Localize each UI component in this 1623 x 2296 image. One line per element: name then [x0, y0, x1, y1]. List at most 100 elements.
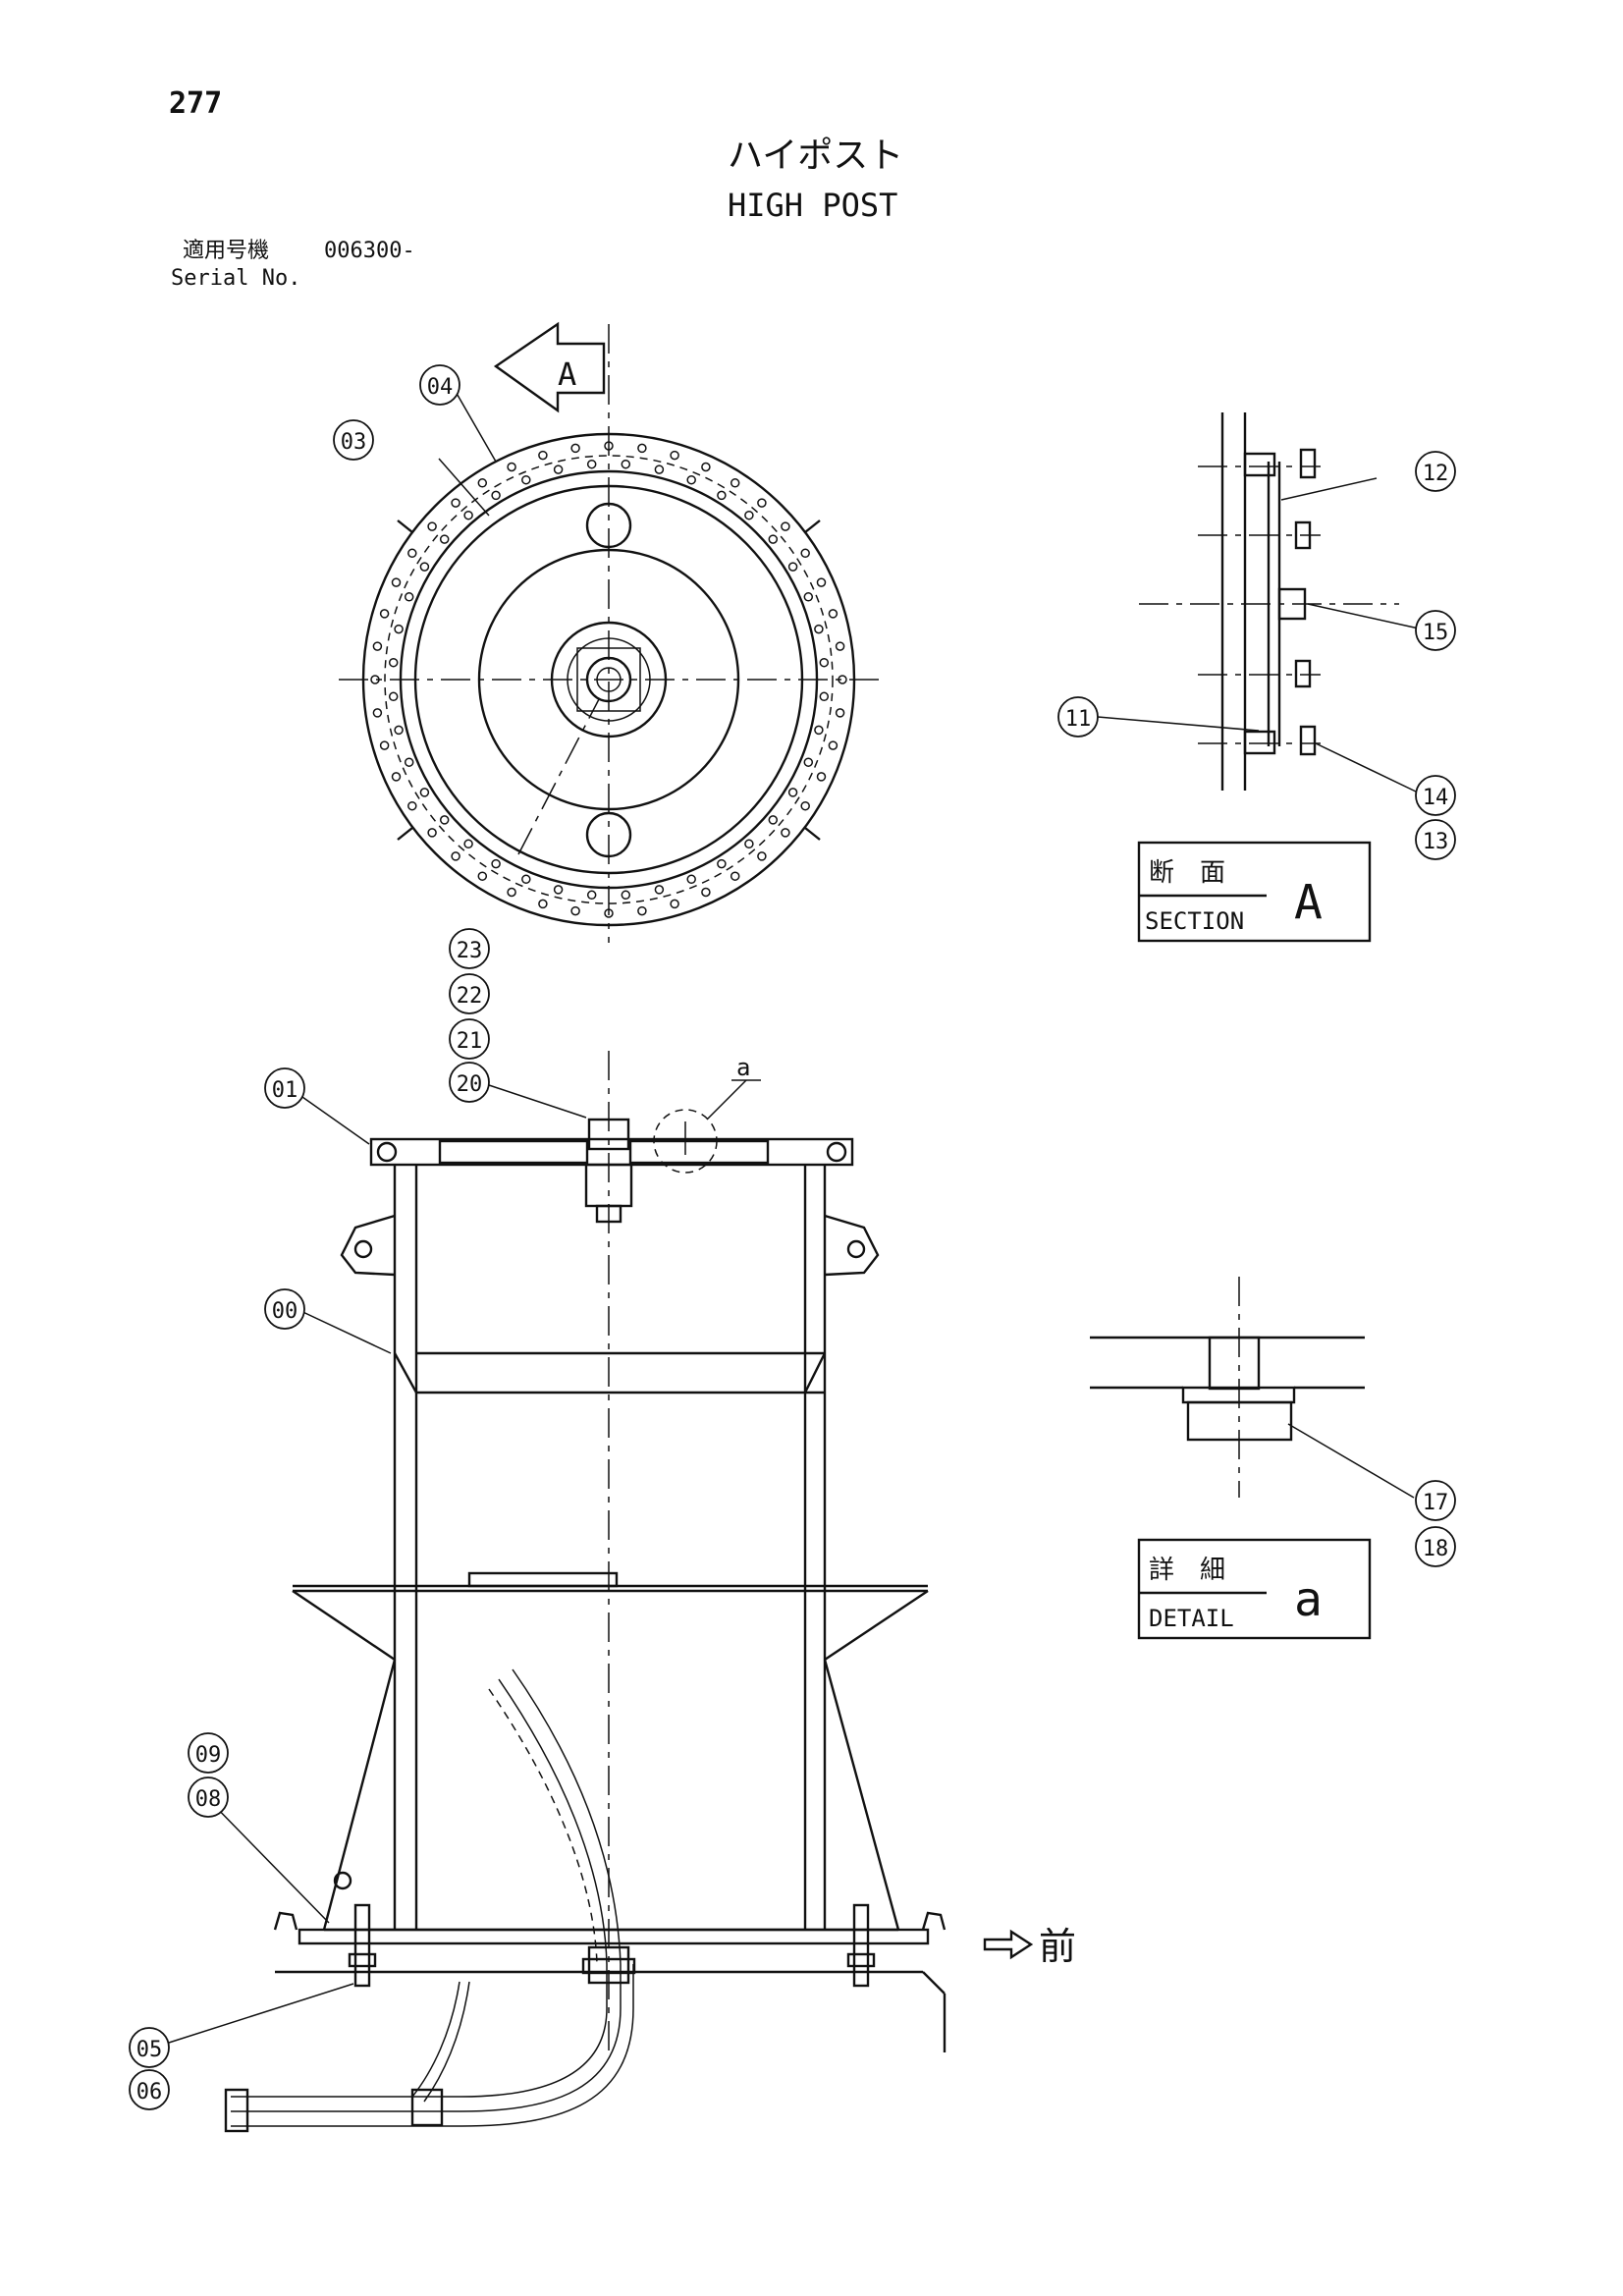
- bolt-hole: [819, 657, 830, 668]
- detail-box-jp: 詳 細: [1149, 1556, 1225, 1585]
- callout-17: 17: [1415, 1480, 1456, 1521]
- bolt-hole: [816, 577, 827, 587]
- bolt-hole: [391, 772, 402, 782]
- bolt-hole: [379, 740, 390, 750]
- bolt-hole: [670, 899, 679, 909]
- bolt-hole: [463, 510, 473, 520]
- bolt-hole: [816, 772, 827, 782]
- bolt-hole: [768, 815, 779, 825]
- bolt-hole: [717, 490, 727, 501]
- svg-text:09: 09: [195, 1743, 222, 1768]
- detail-marker-label: a: [736, 1054, 750, 1081]
- svg-text:00: 00: [272, 1299, 298, 1324]
- callout-14: 14: [1415, 775, 1456, 816]
- callout-09: 09: [188, 1732, 229, 1774]
- bolt-hole: [451, 498, 460, 508]
- bolt-hole: [814, 624, 824, 634]
- lug-ne: [804, 519, 821, 533]
- bolt-hole: [404, 592, 414, 602]
- swivel-square-block: [576, 647, 641, 712]
- svg-text:14: 14: [1423, 786, 1449, 810]
- bolt-hole: [586, 459, 597, 469]
- bolt-hole: [394, 725, 404, 736]
- bolt-hole: [835, 708, 845, 718]
- callout-12: 12: [1415, 451, 1456, 492]
- bolt-hole: [394, 624, 404, 634]
- bolt-hole: [507, 462, 516, 472]
- callout-15: 15: [1415, 610, 1456, 651]
- lug-nw: [397, 519, 413, 533]
- bolt-hole: [604, 908, 614, 918]
- bolt-hole: [491, 858, 501, 869]
- callout-03: 03: [333, 419, 374, 461]
- bolt-hole: [439, 815, 450, 825]
- bolt-hole: [491, 490, 501, 501]
- svg-text:11: 11: [1065, 707, 1092, 732]
- swivel-core: [585, 656, 632, 703]
- section-a-view: [1139, 412, 1399, 791]
- bolt-hole: [419, 562, 430, 572]
- callout-22: 22: [449, 973, 490, 1014]
- section-box-jp: 断 面: [1149, 858, 1225, 888]
- svg-text:05: 05: [136, 2038, 163, 2062]
- bolt-hole: [803, 757, 814, 767]
- bolt-hole: [586, 890, 597, 901]
- serial-label-jp: 適用号機: [183, 239, 269, 263]
- bolt-hole: [419, 788, 430, 797]
- access-hole-top: [585, 502, 632, 549]
- section-a-label-box: 断 面 SECTION A: [1137, 841, 1372, 943]
- page-number: 277: [169, 86, 222, 121]
- ring-inner-edge: [413, 484, 804, 875]
- bolt-hole: [372, 641, 383, 651]
- bolt-hole: [838, 675, 847, 684]
- bolt-hole: [670, 450, 679, 461]
- bolt-hole: [404, 757, 414, 767]
- bolt-hole: [654, 885, 665, 895]
- bolt-hole: [768, 534, 779, 544]
- bolt-hole: [730, 478, 740, 488]
- bolt-hole: [507, 887, 516, 898]
- bolt-hole: [553, 885, 564, 895]
- title-en: HIGH POST: [728, 187, 897, 224]
- bolt-hole: [372, 708, 383, 718]
- bolt-hole: [570, 443, 580, 454]
- bolt-hole: [787, 562, 798, 572]
- detail-box-en: DETAIL: [1149, 1605, 1234, 1632]
- svg-text:22: 22: [457, 984, 483, 1009]
- callout-01: 01: [264, 1067, 305, 1109]
- bolt-hole: [803, 592, 814, 602]
- svg-text:06: 06: [136, 2080, 163, 2105]
- bolt-hole: [463, 839, 473, 849]
- svg-text:20: 20: [457, 1072, 483, 1097]
- bolt-hole: [654, 465, 665, 474]
- bolt-hole: [637, 905, 647, 916]
- leader-lines: [168, 389, 1420, 2044]
- bolt-hole: [521, 474, 531, 485]
- bolt-hole: [379, 609, 390, 619]
- bolt-hole: [621, 890, 631, 901]
- callout-08: 08: [188, 1777, 229, 1818]
- bolt-hole: [427, 828, 437, 838]
- bolt-hole: [439, 534, 450, 544]
- bolt-hole: [637, 443, 647, 454]
- callout-05: 05: [129, 2027, 170, 2068]
- bolt-hole: [538, 899, 548, 909]
- swivel-port: [596, 667, 622, 692]
- bolt-hole: [686, 874, 696, 885]
- bolt-hole: [451, 851, 460, 861]
- flange-bolt-holes: [370, 441, 847, 918]
- bolt-hole: [477, 871, 488, 881]
- serial-label-en: Serial No.: [171, 266, 300, 291]
- callout-18: 18: [1415, 1526, 1456, 1567]
- bolt-hole: [701, 887, 711, 898]
- callout-20: 20: [449, 1062, 490, 1103]
- bolt-hole: [407, 800, 417, 811]
- swivel-body: [567, 637, 651, 722]
- bolt-hole: [819, 691, 830, 702]
- bolt-hole: [828, 609, 839, 619]
- view-arrow-letter: A: [558, 355, 576, 393]
- section-box-letter: A: [1294, 875, 1323, 930]
- diagonal-centerline: [517, 698, 600, 855]
- svg-text:01: 01: [272, 1078, 298, 1103]
